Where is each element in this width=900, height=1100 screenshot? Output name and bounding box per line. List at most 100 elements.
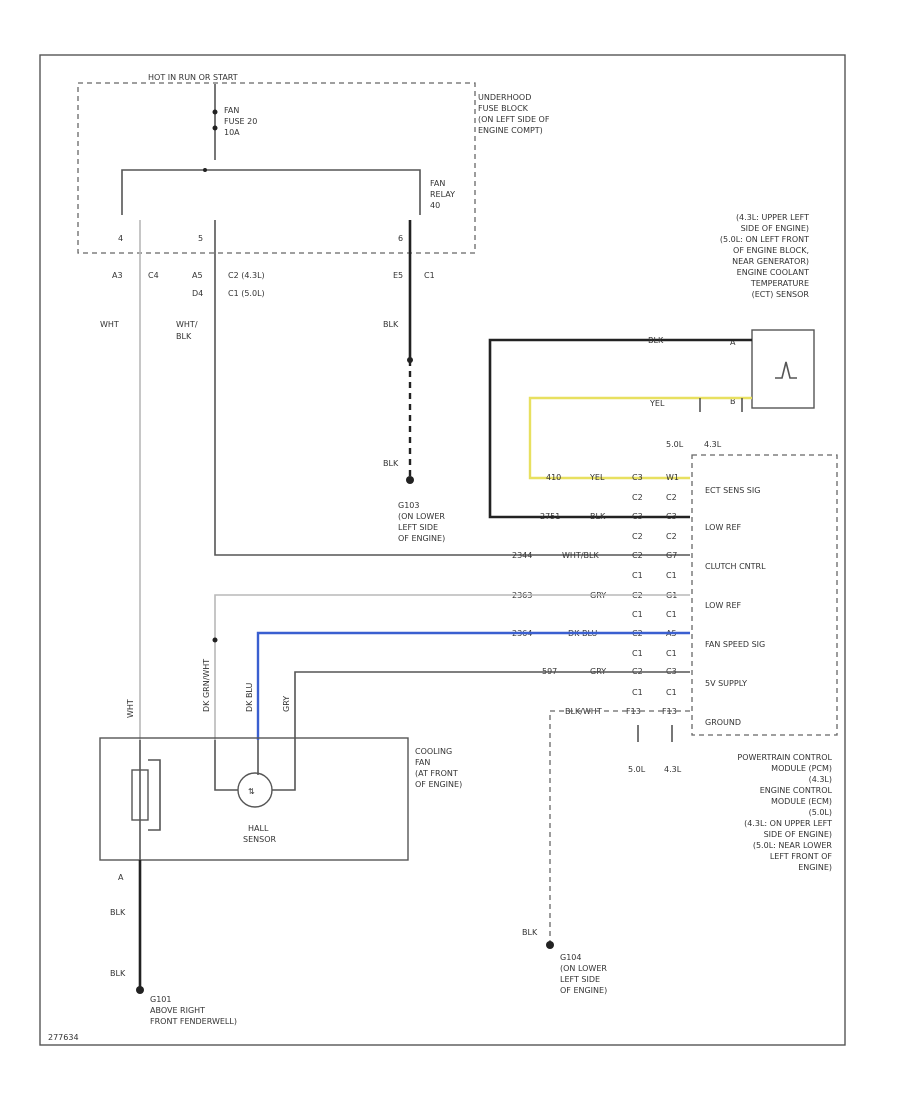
ground-g101-symbol xyxy=(136,986,144,994)
pcm-variant-43: 4.3L xyxy=(704,440,722,449)
relay-label-3: 40 xyxy=(430,201,440,210)
ect-text-7: TEMPERATURE xyxy=(750,279,809,288)
connector-d4-sub: C1 (5.0L) xyxy=(228,289,265,298)
pcm-row-lowref1-pin3: C2 xyxy=(632,532,643,541)
fuse-rating: FUSE 20 xyxy=(224,117,257,126)
pcm-row-5v-pin3: C1 xyxy=(632,688,643,697)
pcm-row-ect-pin1: C3 xyxy=(632,473,643,482)
fuse-block-location-3: (ON LEFT SIDE OF xyxy=(478,115,550,124)
cooling-fan-box xyxy=(99,737,409,861)
relay-label-2: RELAY xyxy=(430,190,455,199)
ground-g101-text-1: ABOVE RIGHT xyxy=(150,1006,205,1015)
pcm-row-lowref2-label: LOW REF xyxy=(705,601,742,610)
ect-text-4: OF ENGINE BLOCK, xyxy=(733,246,809,255)
pcm-row-lowref1-pin1: C3 xyxy=(632,512,643,521)
fuse-block-location-1: UNDERHOOD xyxy=(478,93,531,102)
dk-blu-fan-speed-wire xyxy=(256,631,690,740)
hall-label-2: SENSOR xyxy=(243,835,276,844)
fuse-terminal-bottom xyxy=(212,125,218,131)
fan-ground-blk-label-lower: BLK xyxy=(110,969,126,978)
fan-ground-pin: A xyxy=(118,873,124,882)
fuse-block-location-2: FUSE BLOCK xyxy=(478,104,529,113)
pcm-row-lowref1-circuit: 2751 xyxy=(540,512,560,521)
fuse-amperage: 10A xyxy=(224,128,240,137)
pcm-text-7: (4.3L: ON UPPER LEFT xyxy=(744,819,832,828)
hall-lead-1 xyxy=(214,740,238,791)
ect-pin-a: A xyxy=(730,338,736,347)
hall-sensor-glyph: ⇅ xyxy=(248,787,255,796)
pcm-row-low-ref-1: 2751 BLK C3 C3 LOW REF C2 C2 xyxy=(540,512,742,541)
ect-text-2: SIDE OF ENGINE) xyxy=(741,224,809,233)
ect-text-5: NEAR GENERATOR) xyxy=(732,257,809,266)
connector-a3: A3 xyxy=(112,271,123,280)
pcm-row-clutch-pin3: C1 xyxy=(632,571,643,580)
pcm-row-lowref1-color: BLK xyxy=(590,512,606,521)
pcm-text-4: ENGINE CONTROL xyxy=(760,786,833,795)
pcm-bottom-variant-43: 4.3L xyxy=(664,765,682,774)
ect-text-6: ENGINE COOLANT xyxy=(737,268,809,277)
blk-wire-label-lower: BLK xyxy=(383,459,399,468)
diagram-code: 277634 xyxy=(48,1033,79,1042)
ground-g101-id: G101 xyxy=(150,995,171,1004)
gry-5v-label: GRY xyxy=(282,696,291,712)
fan-text-2: FAN xyxy=(415,758,430,767)
pcm-row-lowref1-pin2: C3 xyxy=(666,512,677,521)
hall-lead-2 xyxy=(272,740,296,791)
diagram-border xyxy=(39,54,846,1046)
fan-ground-blk-label: BLK xyxy=(110,908,126,917)
connector-e5: E5 xyxy=(393,271,403,280)
wht-wire-label-vertical: WHT xyxy=(126,699,135,718)
ect-blk-wire xyxy=(488,338,752,519)
pcm-row-ect-pin2: W1 xyxy=(666,473,679,482)
pcm-row-ect-circuit: 410 xyxy=(546,473,561,482)
dk-blu-label: DK BLU xyxy=(245,683,254,712)
pcm-outline xyxy=(691,454,838,736)
pcm-row-ect-pin4: C2 xyxy=(666,493,677,502)
pcm-row-lowref2-pin4: C1 xyxy=(666,610,677,619)
pcm-text-2: MODULE (PCM) xyxy=(771,764,832,773)
fuse-name: FAN xyxy=(224,106,239,115)
pcm-row-lowref1-pin4: C2 xyxy=(666,532,677,541)
ground-g103-text-3: OF ENGINE) xyxy=(398,534,445,543)
pcm-text-8: SIDE OF ENGINE) xyxy=(764,830,832,839)
pcm-row-clutch: 2344 WHT/BLK C2 G7 CLUTCH CNTRL C1 C1 xyxy=(512,551,766,580)
pcm-row-ground: BLK/WHT F13 F13 GROUND xyxy=(565,707,741,727)
pcm-row-clutch-pin1: C2 xyxy=(632,551,643,560)
pcm-row-5v-pin4: C1 xyxy=(666,688,677,697)
hall-label-1: HALL xyxy=(248,824,269,833)
pcm-row-ect-color: YEL xyxy=(589,473,605,482)
pcm-row-5v-label: 5V SUPPLY xyxy=(705,679,747,688)
fuse-terminal-top xyxy=(212,109,218,115)
pcm-text-9: (5.0L: NEAR LOWER xyxy=(753,841,833,850)
pcm-row-clutch-pin2: G7 xyxy=(666,551,677,560)
fan-text-4: OF ENGINE) xyxy=(415,780,462,789)
wht-blk-wire xyxy=(214,220,690,556)
ect-text-3: (5.0L: ON LEFT FRONT xyxy=(720,235,809,244)
fan-motor-winding xyxy=(148,759,161,831)
ect-text-1: (4.3L: UPPER LEFT xyxy=(736,213,809,222)
pcm-row-ground-color: BLK/WHT xyxy=(565,707,602,716)
pcm-text-6: (5.0L) xyxy=(809,808,832,817)
wht-wire-label: WHT xyxy=(100,320,119,329)
hot-in-run-label: HOT IN RUN OR START xyxy=(148,73,238,82)
ect-yel-label: YEL xyxy=(649,399,665,408)
pcm-text-10: LEFT FRONT OF xyxy=(770,852,833,861)
connector-e5-sub: C1 xyxy=(424,271,435,280)
ground-g104-text-3: OF ENGINE) xyxy=(560,986,607,995)
hall-sensor-icon xyxy=(237,772,273,808)
pcm-row-lowref1-label: LOW REF xyxy=(705,523,742,532)
ect-pin-b: B xyxy=(730,397,736,406)
pcm-text-3: (4.3L) xyxy=(809,775,832,784)
blk-wht-ground-wire xyxy=(549,710,690,945)
gry-5v-supply-wire xyxy=(294,671,690,740)
gry-low-ref-wire xyxy=(214,594,690,740)
ground-g103-symbol xyxy=(406,476,414,484)
pcm-row-fanspeed-pin4: C1 xyxy=(666,649,677,658)
pcm-row-ect-label: ECT SENS SIG xyxy=(705,486,760,495)
connector-a3-sub: C4 xyxy=(148,271,159,280)
relay-bus-wire xyxy=(121,169,421,215)
ect-blk-label: BLK xyxy=(648,336,664,345)
connector-a5-sub: C2 (4.3L) xyxy=(228,271,265,280)
pcm-variant-50: 5.0L xyxy=(666,440,684,449)
connector-a5: A5 xyxy=(192,271,203,280)
